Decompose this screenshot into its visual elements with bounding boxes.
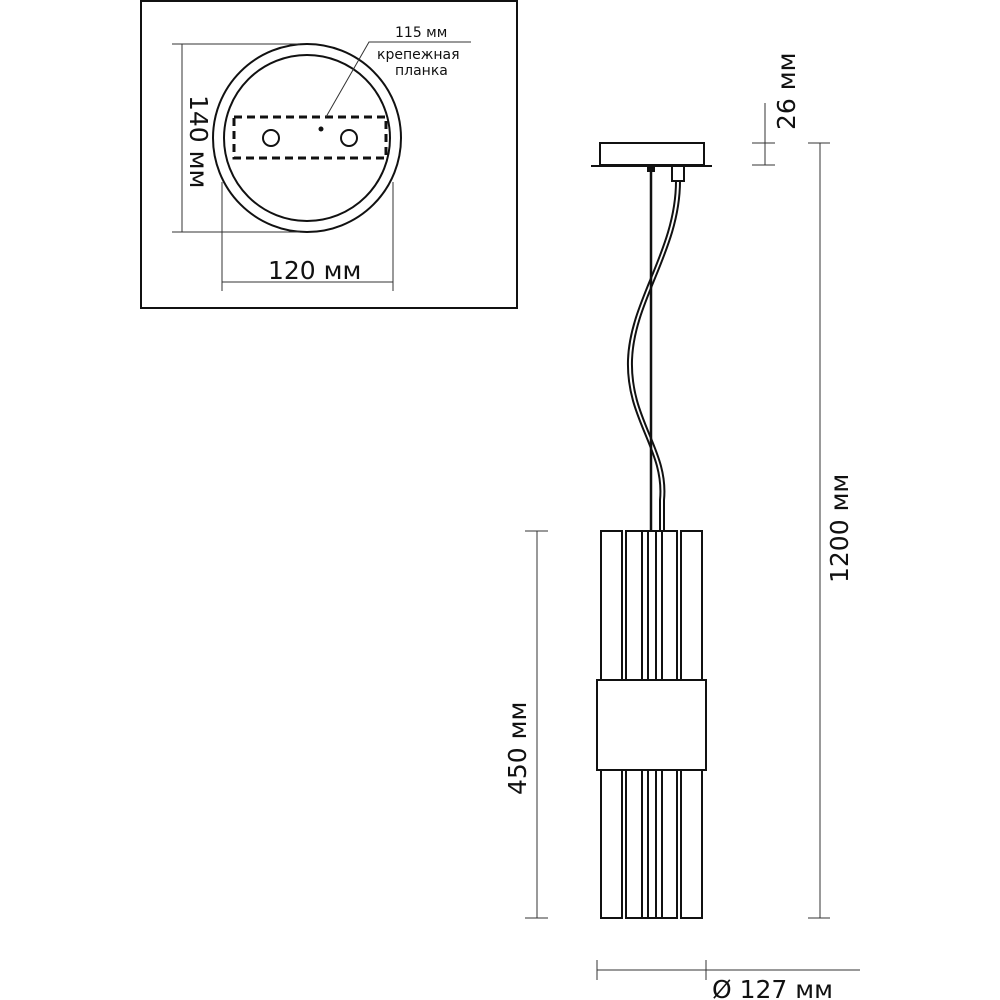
canopy-inner-circle <box>223 54 391 222</box>
top-view-frame <box>140 0 518 309</box>
screw-hole-right <box>340 129 358 147</box>
total-height-label: 1200 мм <box>825 474 854 583</box>
canopy-outer-circle <box>212 43 402 233</box>
canopy-height-label: 26 мм <box>772 53 801 130</box>
diameter-label: Ø 127 мм <box>712 975 833 1000</box>
width-label: 120 мм <box>268 256 361 285</box>
bracket-name-line1: крепежная <box>377 47 460 63</box>
height-label: 140 мм <box>184 95 213 188</box>
bracket-size-label: 115 мм <box>395 25 447 41</box>
screw-hole-left <box>262 129 280 147</box>
shade-height-label: 450 мм <box>503 702 532 795</box>
bracket-center-dot <box>318 126 324 132</box>
canopy-top-view: 140 мм 120 мм 115 мм крепежная планка <box>140 0 518 309</box>
mounting-bracket <box>232 115 388 160</box>
center-band <box>596 679 707 771</box>
suspension-clamp <box>647 166 655 172</box>
bracket-name-line2: планка <box>395 63 448 79</box>
bracket-leader-line <box>325 41 471 118</box>
power-cable <box>626 180 681 531</box>
lamp-side-view: 26 мм 1200 мм 450 мм Ø 127 мм <box>503 53 860 1000</box>
canopy <box>599 142 705 166</box>
cable-connector <box>671 165 685 182</box>
